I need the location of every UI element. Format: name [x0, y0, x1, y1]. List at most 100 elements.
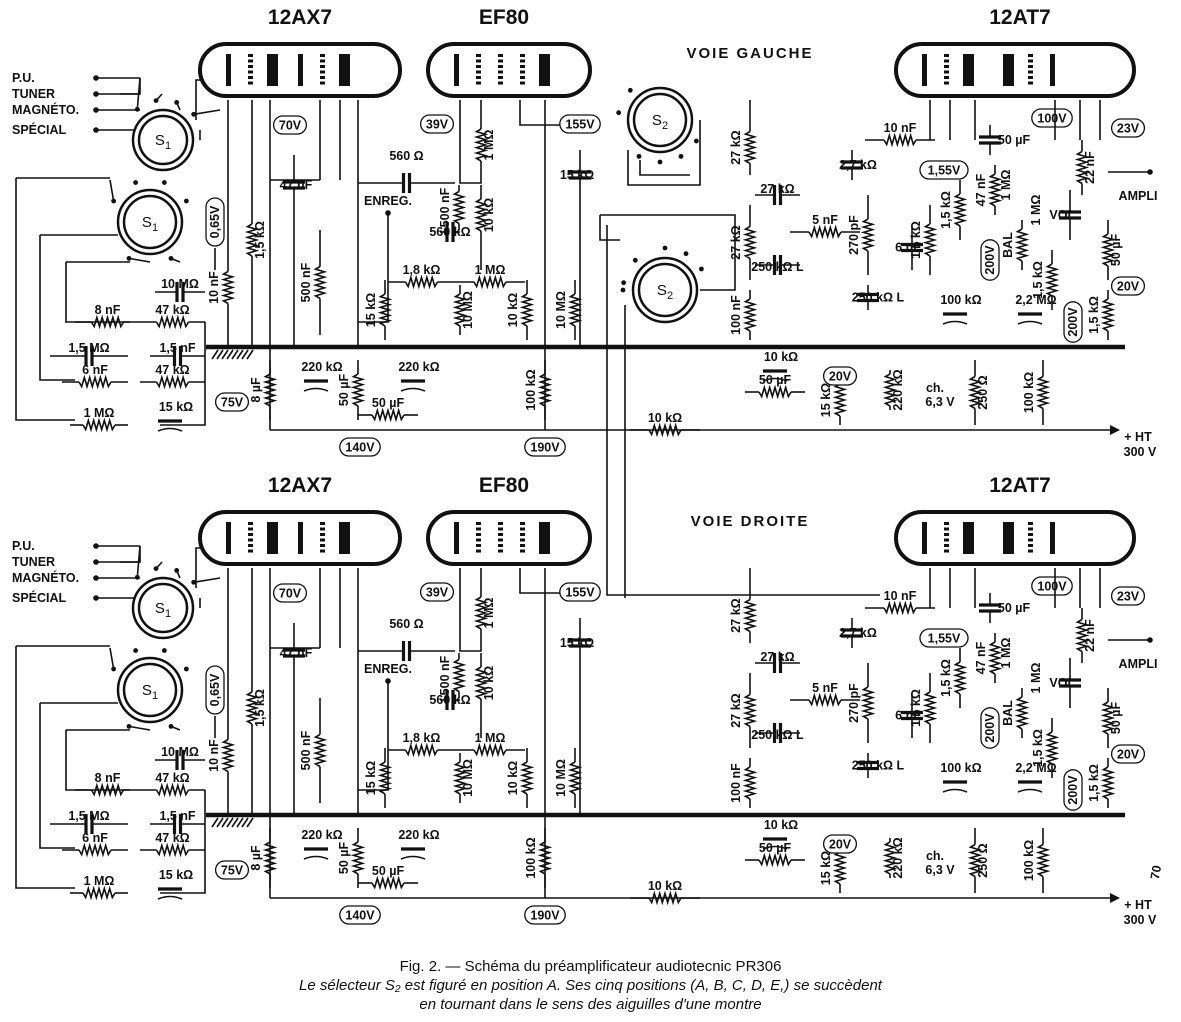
resistor-label: 1,5 kΩ — [939, 659, 953, 697]
tube-plate — [267, 54, 278, 86]
input-label: P.U. — [12, 539, 35, 553]
resistor-label: BAL — [1001, 700, 1015, 726]
resistor — [155, 374, 190, 390]
voltage-label: 1,55V — [928, 632, 961, 646]
heater-label: ch. — [926, 849, 944, 863]
ht-voltage: 300 V — [1124, 445, 1157, 459]
tube-plate — [1003, 54, 1014, 86]
capacitor-label: 220 kΩ — [398, 360, 439, 374]
resistor — [1044, 731, 1060, 765]
tube-name: EF80 — [479, 6, 529, 29]
voltage-marker — [419, 582, 455, 602]
heater-label: ch. — [926, 381, 944, 395]
tube-cathode — [298, 522, 303, 554]
caption-line-2: Le sélecteur S₂ est figuré en position A… — [299, 977, 882, 994]
tube-grid — [1028, 54, 1033, 57]
resistor-label: 1,5 kΩ — [1087, 764, 1101, 802]
resistor-label: 50 µF — [372, 864, 405, 878]
wire — [175, 102, 181, 111]
voltage-label: 70V — [279, 587, 302, 601]
ground-hatch — [226, 349, 234, 360]
capacitor-label: 250 kΩ L — [852, 291, 905, 305]
tube-grid — [476, 544, 481, 547]
voltage-label: 200V — [983, 713, 997, 743]
resistor-label: 1,5 kΩ — [1031, 261, 1045, 299]
resistor — [860, 218, 876, 252]
voltage-label: 155V — [565, 118, 595, 132]
capacitor-label: 220 kΩ — [301, 828, 342, 842]
tube-plate — [539, 54, 550, 86]
resistor — [922, 223, 938, 257]
capacitor-label: 27 kΩ — [760, 182, 794, 196]
resistor-label: 8 µF — [249, 845, 263, 871]
vacuum-tube — [426, 42, 592, 98]
wire — [519, 100, 560, 126]
wire — [39, 703, 75, 849]
resistor-label: BAL — [1001, 232, 1015, 258]
selector-contact — [632, 257, 638, 263]
wire — [160, 870, 206, 894]
selector-contact — [620, 287, 626, 293]
voltage-marker — [524, 905, 566, 925]
selector-contact — [662, 245, 668, 251]
tube-grid — [520, 65, 525, 68]
resistor-label: 1 MΩ — [482, 598, 496, 629]
tube-plate — [539, 522, 550, 554]
resistor-label: 47 kΩ — [155, 303, 189, 317]
capacitor-label: 10 kΩ — [764, 818, 798, 832]
resistor-label: 22 nF — [1083, 619, 1097, 652]
selector-contact — [698, 266, 704, 272]
channel-title: VOIE DROITE — [691, 513, 810, 530]
tube-grid — [476, 81, 481, 85]
ground-hatch — [211, 817, 219, 828]
tube-cathode — [298, 54, 303, 86]
resistor-label: 27 kΩ — [729, 130, 743, 164]
tube-name: 12AX7 — [268, 6, 332, 29]
voltage-label: 23V — [1117, 590, 1140, 604]
tube-grid — [476, 59, 481, 63]
record-label: ENREG. — [364, 194, 412, 208]
voltage-label: 100V — [1037, 112, 1067, 126]
resistor-label: 100 nF — [729, 763, 743, 803]
resistor-label: 500 nF — [299, 262, 313, 302]
capacitor-label: 100 kΩ — [940, 761, 981, 775]
tube-grid — [944, 527, 949, 531]
selector-contact — [183, 198, 189, 204]
resistor — [82, 417, 116, 433]
electrolytic-capacitor — [1017, 788, 1043, 793]
tube-grid — [320, 527, 325, 531]
resistor — [473, 198, 489, 232]
capacitor-label: 1,5 nF — [159, 341, 195, 355]
voltage-marker — [980, 239, 1000, 281]
rotary-selector-inner — [122, 194, 178, 250]
resistor-label: 100 kΩ — [524, 837, 538, 878]
tube-cathode — [922, 522, 927, 554]
resistor — [1035, 375, 1051, 410]
tube-grid — [1028, 527, 1033, 531]
resistor — [808, 692, 842, 708]
selector-contact — [183, 666, 189, 672]
capacitor-label: 560 kΩ — [429, 693, 470, 707]
capacitor-label: 2,7 kΩ — [839, 158, 877, 172]
resistor — [742, 225, 758, 260]
resistor — [882, 841, 898, 875]
tube-grid — [320, 65, 325, 68]
resistor — [1014, 228, 1030, 262]
resistor-label: 8 nF — [95, 303, 121, 317]
vacuum-tube — [426, 510, 592, 566]
resistor-label: 1,5 kΩ — [253, 221, 267, 259]
resistor — [312, 733, 328, 768]
voltage-marker — [339, 437, 381, 457]
resistor-label: 100 kΩ — [1022, 840, 1036, 881]
capacitor-label: 15 kΩ — [560, 636, 594, 650]
wire — [175, 570, 181, 579]
input-label: TUNER — [12, 87, 55, 101]
tube-grid — [320, 81, 325, 85]
figure-number: 70 — [1148, 864, 1164, 880]
tube-grid — [248, 59, 253, 63]
tube-plate — [339, 522, 350, 554]
voltage-marker — [272, 115, 308, 135]
resistor — [312, 265, 328, 300]
resistor — [742, 693, 758, 728]
resistor-label: 10 MΩ — [461, 291, 475, 329]
